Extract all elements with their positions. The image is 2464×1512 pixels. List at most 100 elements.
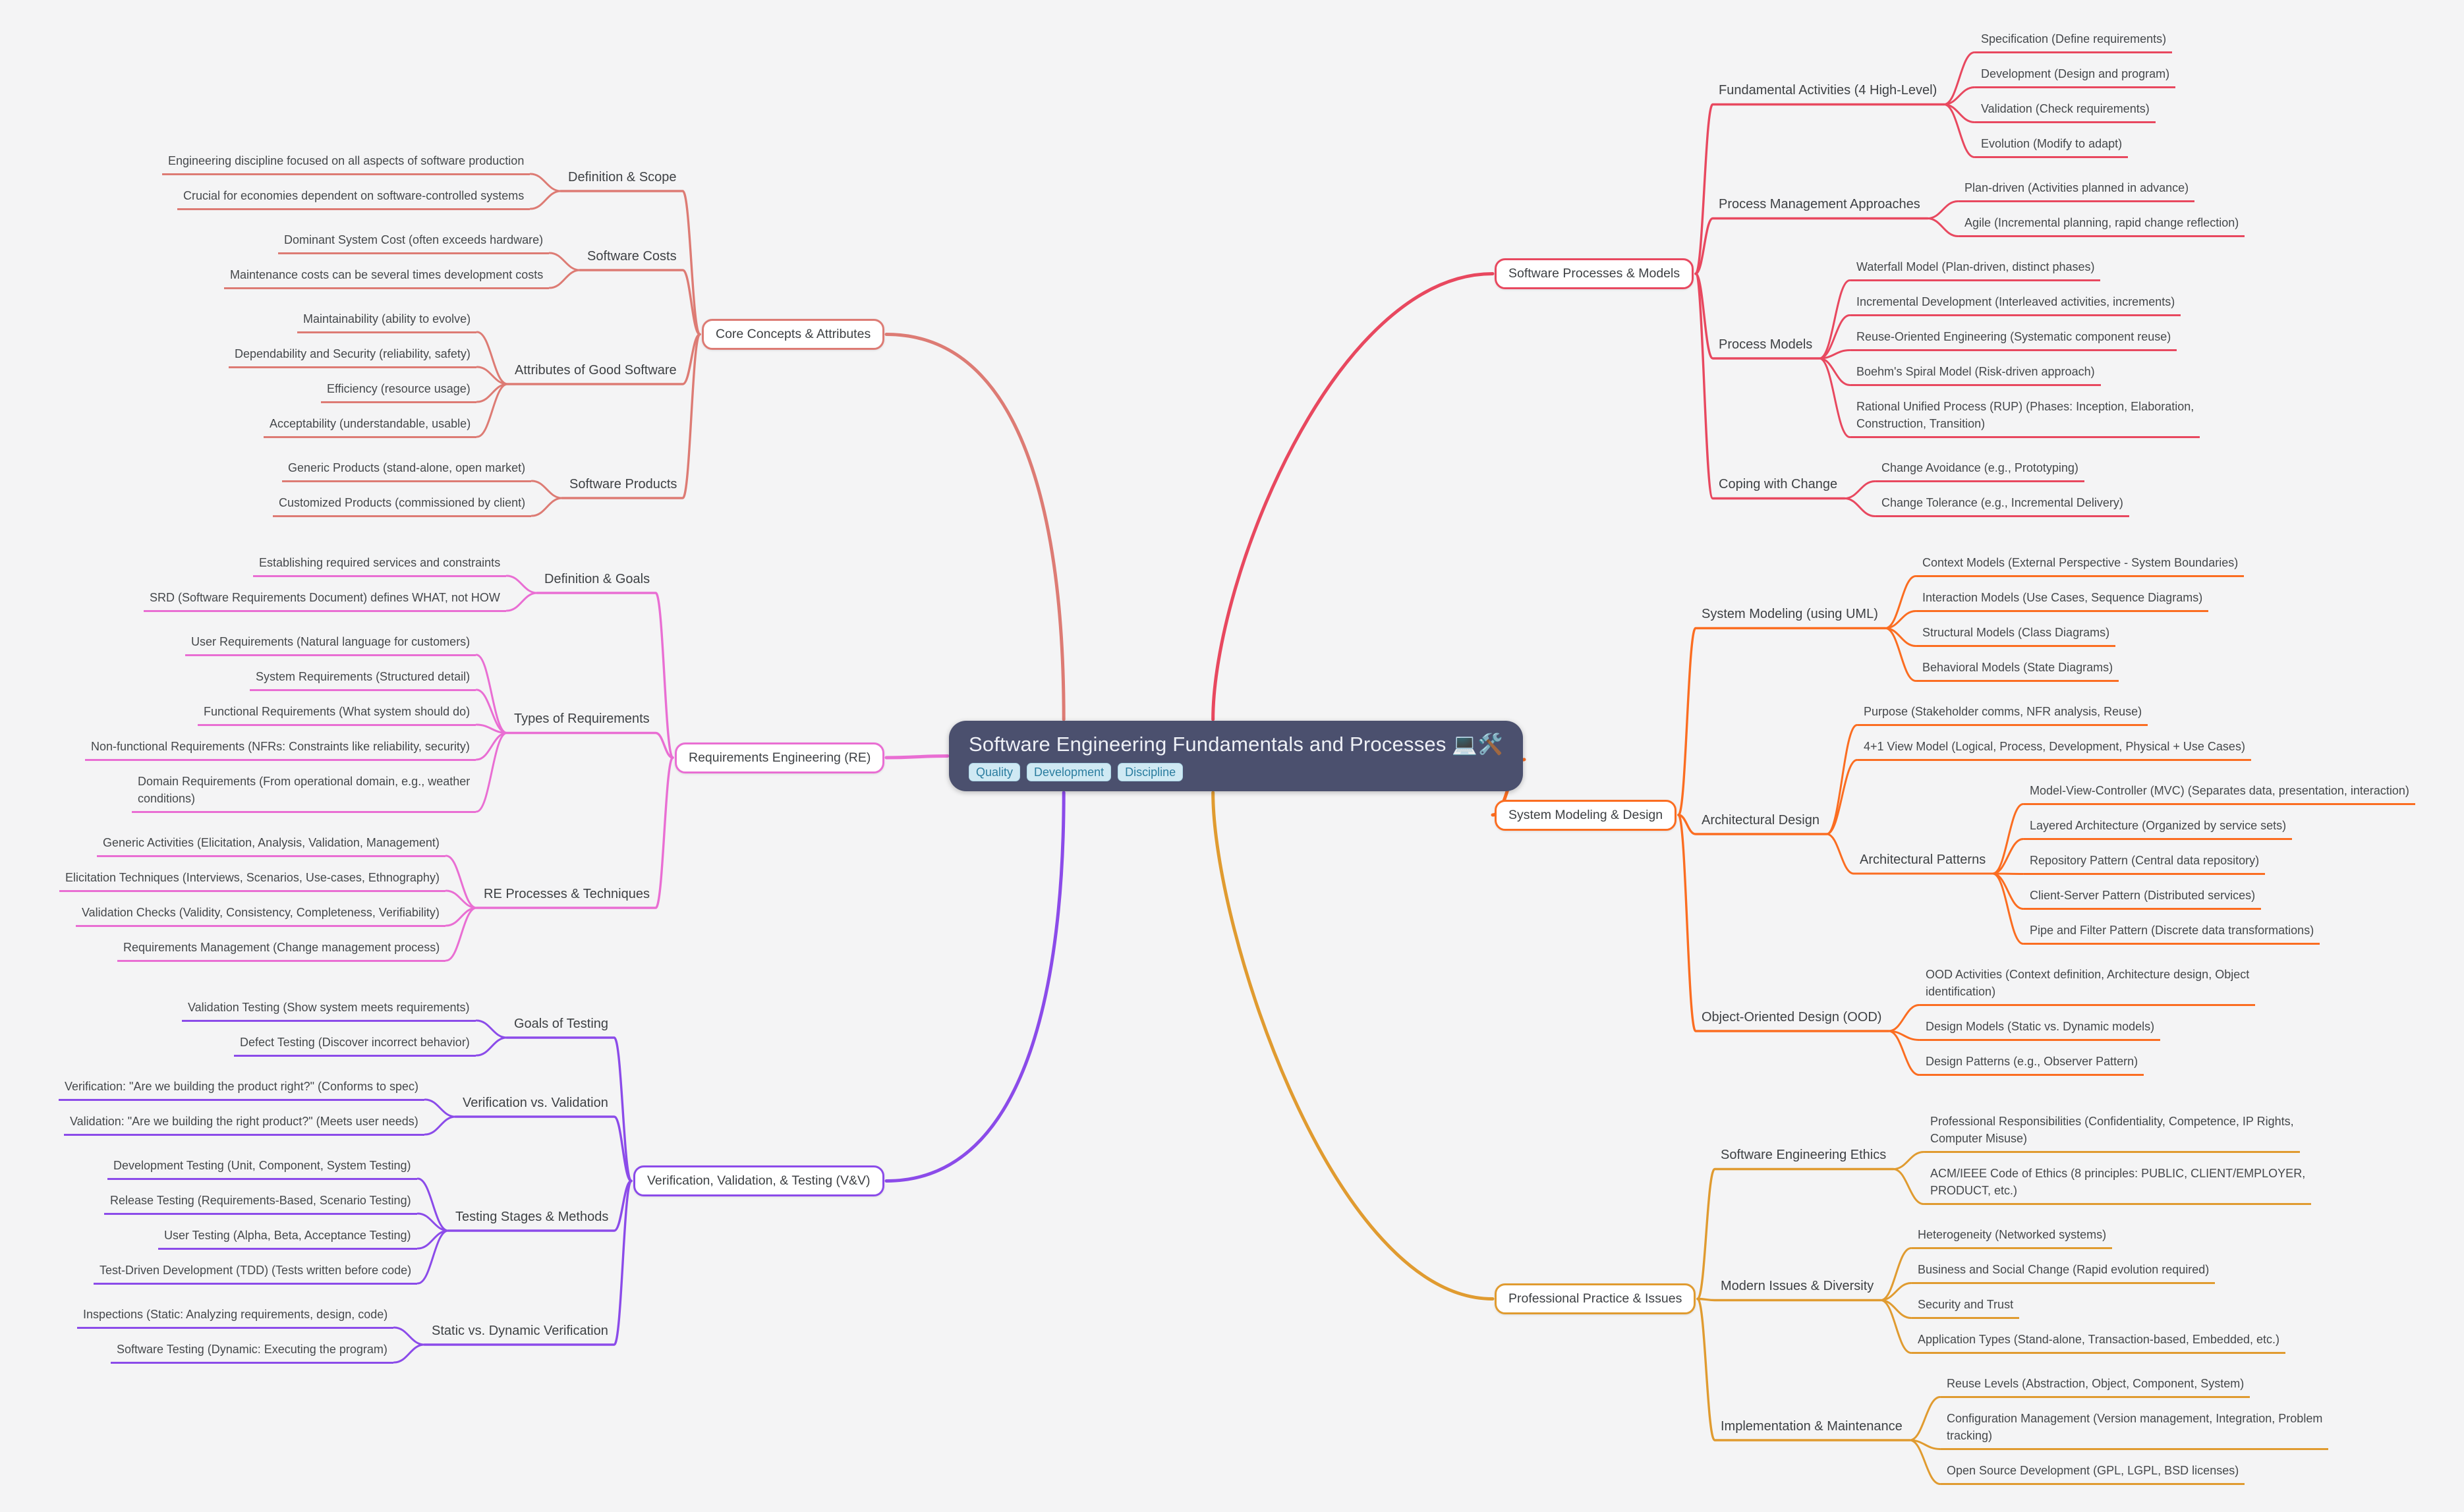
leaf-topic[interactable]: Business and Social Change (Rapid evolut… [1912, 1261, 2216, 1284]
leaf-topic[interactable]: Domain Requirements (From operational do… [132, 773, 476, 813]
leaf-topic[interactable]: Development (Design and program) [1975, 65, 2176, 88]
leaf-topic[interactable]: Pipe and Filter Pattern (Discrete data t… [2024, 922, 2320, 945]
sub-topic-label[interactable]: RE Processes & Techniques [484, 886, 650, 901]
leaf-topic[interactable]: Design Patterns (e.g., Observer Pattern) [1920, 1053, 2144, 1076]
leaf-topic[interactable]: Software Testing (Dynamic: Executing the… [111, 1341, 393, 1364]
sub-topic-label[interactable]: Types of Requirements [514, 712, 650, 726]
leaf-topic[interactable]: Behavioral Models (State Diagrams) [1916, 659, 2119, 682]
leaf-topic[interactable]: Elicitation Techniques (Interviews, Scen… [59, 869, 445, 892]
leaf-topic[interactable]: Validation (Check requirements) [1975, 100, 2156, 123]
branch-requirements-engineering[interactable]: Requirements Engineering (RE) [675, 742, 885, 773]
leaf-topic[interactable]: Plan-driven (Activities planned in advan… [1959, 179, 2195, 202]
sub-topic-label[interactable]: Definition & Goals [544, 571, 650, 586]
leaf-topic[interactable]: ACM/IEEE Code of Ethics (8 principles: P… [1924, 1165, 2312, 1205]
leaf-topic[interactable]: Generic Activities (Elicitation, Analysi… [97, 834, 445, 857]
leaf-topic[interactable]: User Requirements (Natural language for … [185, 633, 476, 656]
sub-topic-label[interactable]: Static vs. Dynamic Verification [432, 1323, 608, 1338]
leaf-topic[interactable]: Development Testing (Unit, Component, Sy… [107, 1157, 417, 1180]
leaf-topic[interactable]: Structural Models (Class Diagrams) [1916, 624, 2116, 647]
leaf-topic[interactable]: Configuration Management (Version manage… [1941, 1410, 2329, 1450]
leaf-topic[interactable]: 4+1 View Model (Logical, Process, Develo… [1858, 738, 2251, 761]
leaf-topic[interactable]: Functional Requirements (What system sho… [198, 703, 476, 726]
leaf-topic[interactable]: Validation Checks (Validity, Consistency… [76, 904, 445, 927]
leaf-topic[interactable]: Validation: "Are we building the right p… [64, 1113, 424, 1136]
sub-topic-label[interactable]: Architectural Patterns [1860, 852, 1986, 867]
branch-system-modeling-design[interactable]: System Modeling & Design [1495, 799, 1677, 831]
sub-topic-label[interactable]: Testing Stages & Methods [455, 1209, 609, 1224]
sub-topic-label[interactable]: Attributes of Good Software [515, 362, 677, 378]
sub-topic-label[interactable]: Object-Oriented Design (OOD) [1702, 1009, 1882, 1024]
connector-curve [475, 1036, 508, 1057]
leaf-topic[interactable]: Agile (Incremental planning, rapid chang… [1959, 214, 2245, 237]
leaf-topic[interactable]: Crucial for economies dependent on softw… [177, 187, 530, 210]
leaf-topic[interactable]: Change Avoidance (e.g., Prototyping) [1876, 459, 2084, 482]
branch-software-processes-models[interactable]: Software Processes & Models [1495, 258, 1694, 289]
leaf-topic[interactable]: User Testing (Alpha, Beta, Acceptance Te… [158, 1227, 417, 1250]
leaf-topic[interactable]: Inspections (Static: Analyzing requireme… [77, 1306, 394, 1329]
leaf-topic[interactable]: Defect Testing (Discover incorrect behav… [234, 1034, 476, 1057]
leaf-topic[interactable]: Generic Products (stand-alone, open mark… [282, 459, 532, 482]
leaf-topic[interactable]: Validation Testing (Show system meets re… [182, 999, 476, 1022]
sub-topic-label[interactable]: System Modeling (using UML) [1702, 607, 1878, 621]
leaf-topic[interactable]: Model-View-Controller (MVC) (Separates d… [2024, 782, 2415, 805]
leaf-topic[interactable]: Boehm's Spiral Model (Risk-driven approa… [1850, 363, 2101, 386]
connector-curve [475, 732, 508, 761]
leaf-topic[interactable]: Rational Unified Process (RUP) (Phases: … [1850, 398, 2200, 438]
branch-professional-practice-issues[interactable]: Professional Practice & Issues [1495, 1283, 1696, 1314]
leaf-topic[interactable]: Security and Trust [1912, 1296, 2020, 1319]
leaf-topic[interactable]: Reuse Levels (Abstraction, Object, Compo… [1941, 1375, 2250, 1398]
leaf-topic[interactable]: Purpose (Stakeholder comms, NFR analysis… [1858, 703, 2148, 726]
branch-core-concepts-attributes[interactable]: Core Concepts & Attributes [702, 319, 885, 350]
leaf-topic[interactable]: Layered Architecture (Organized by servi… [2024, 817, 2293, 840]
leaf-topic[interactable]: Verification: "Are we building the produ… [59, 1078, 425, 1101]
leaf-topic[interactable]: Engineering discipline focused on all as… [162, 152, 530, 175]
leaf-topic[interactable]: Heterogeneity (Networked systems) [1912, 1226, 2113, 1249]
sub-topic-label[interactable]: Verification vs. Validation [463, 1095, 608, 1110]
leaf-topic[interactable]: Maintenance costs can be several times d… [224, 266, 550, 289]
sub-topic-label[interactable]: Process Management Approaches [1719, 197, 1920, 211]
leaf-topic[interactable]: Interaction Models (Use Cases, Sequence … [1916, 589, 2209, 612]
leaf-topic[interactable]: Customized Products (commissioned by cli… [273, 494, 532, 517]
sub-topic-label[interactable]: Software Costs [587, 248, 677, 264]
leaf-topic[interactable]: Waterfall Model (Plan-driven, distinct p… [1850, 258, 2101, 281]
sub-topic-label[interactable]: Coping with Change [1719, 477, 1838, 491]
leaf-topic[interactable]: Evolution (Modify to adapt) [1975, 135, 2129, 158]
leaf-topic[interactable]: Reuse-Oriented Engineering (Systematic c… [1850, 328, 2177, 351]
central-topic[interactable]: Software Engineering Fundamentals and Pr… [949, 721, 1523, 791]
sub-topic-label[interactable]: Software Engineering Ethics [1721, 1148, 1887, 1162]
leaf-topic[interactable]: Requirements Management (Change manageme… [117, 939, 446, 962]
sub-topic-label[interactable]: Definition & Scope [568, 169, 677, 184]
leaf-topic[interactable]: Efficiency (resource usage) [321, 380, 476, 403]
sub-topic-label[interactable]: Process Models [1719, 337, 1813, 352]
sub-topic-label[interactable]: Goals of Testing [514, 1016, 609, 1031]
leaf-topic[interactable]: OOD Activities (Context definition, Arch… [1920, 966, 2256, 1006]
leaf-topic[interactable]: Dependability and Security (reliability,… [229, 345, 476, 368]
leaf-topic[interactable]: Maintainability (ability to evolve) [297, 310, 477, 333]
leaf-topic[interactable]: Change Tolerance (e.g., Incremental Deli… [1876, 494, 2129, 517]
leaf-topic[interactable]: SRD (Software Requirements Document) def… [144, 589, 506, 612]
sub-topic-label[interactable]: Software Products [569, 476, 677, 491]
branch-verification-validation-testing[interactable]: Verification, Validation, & Testing (V&V… [633, 1165, 884, 1196]
leaf-topic[interactable]: Open Source Development (GPL, LGPL, BSD … [1941, 1462, 2245, 1485]
leaf-topic[interactable]: Dominant System Cost (often exceeds hard… [278, 231, 550, 254]
leaf-topic[interactable]: Professional Responsibilities (Confident… [1924, 1113, 2300, 1153]
leaf-topic[interactable]: Context Models (External Perspective - S… [1916, 554, 2245, 577]
leaf-topic[interactable]: System Requirements (Structured detail) [250, 668, 476, 691]
connector-curve [1677, 627, 1887, 816]
leaf-topic[interactable]: Non-functional Requirements (NFRs: Const… [85, 738, 476, 761]
leaf-topic[interactable]: Application Types (Stand-alone, Transact… [1912, 1331, 2285, 1354]
leaf-topic[interactable]: Test-Driven Development (TDD) (Tests wri… [94, 1262, 418, 1285]
leaf-topic[interactable]: Release Testing (Requirements-Based, Sce… [104, 1192, 417, 1215]
sub-topic-label[interactable]: Implementation & Maintenance [1721, 1418, 1903, 1434]
sub-topic-label[interactable]: Fundamental Activities (4 High-Level) [1719, 83, 1937, 98]
leaf-topic[interactable]: Repository Pattern (Central data reposit… [2024, 852, 2266, 875]
leaf-topic[interactable]: Specification (Define requirements) [1975, 30, 2173, 53]
leaf-topic[interactable]: Acceptability (understandable, usable) [264, 415, 477, 438]
leaf-topic[interactable]: Client-Server Pattern (Distributed servi… [2024, 887, 2262, 910]
leaf-topic[interactable]: Establishing required services and const… [253, 554, 507, 577]
sub-topic-label[interactable]: Modern Issues & Diversity [1721, 1279, 1874, 1293]
leaf-topic[interactable]: Design Models (Static vs. Dynamic models… [1920, 1018, 2161, 1041]
leaf-topic[interactable]: Incremental Development (Interleaved act… [1850, 293, 2181, 316]
connector-curve [1696, 1297, 1882, 1302]
sub-topic-label[interactable]: Architectural Design [1702, 812, 1819, 827]
